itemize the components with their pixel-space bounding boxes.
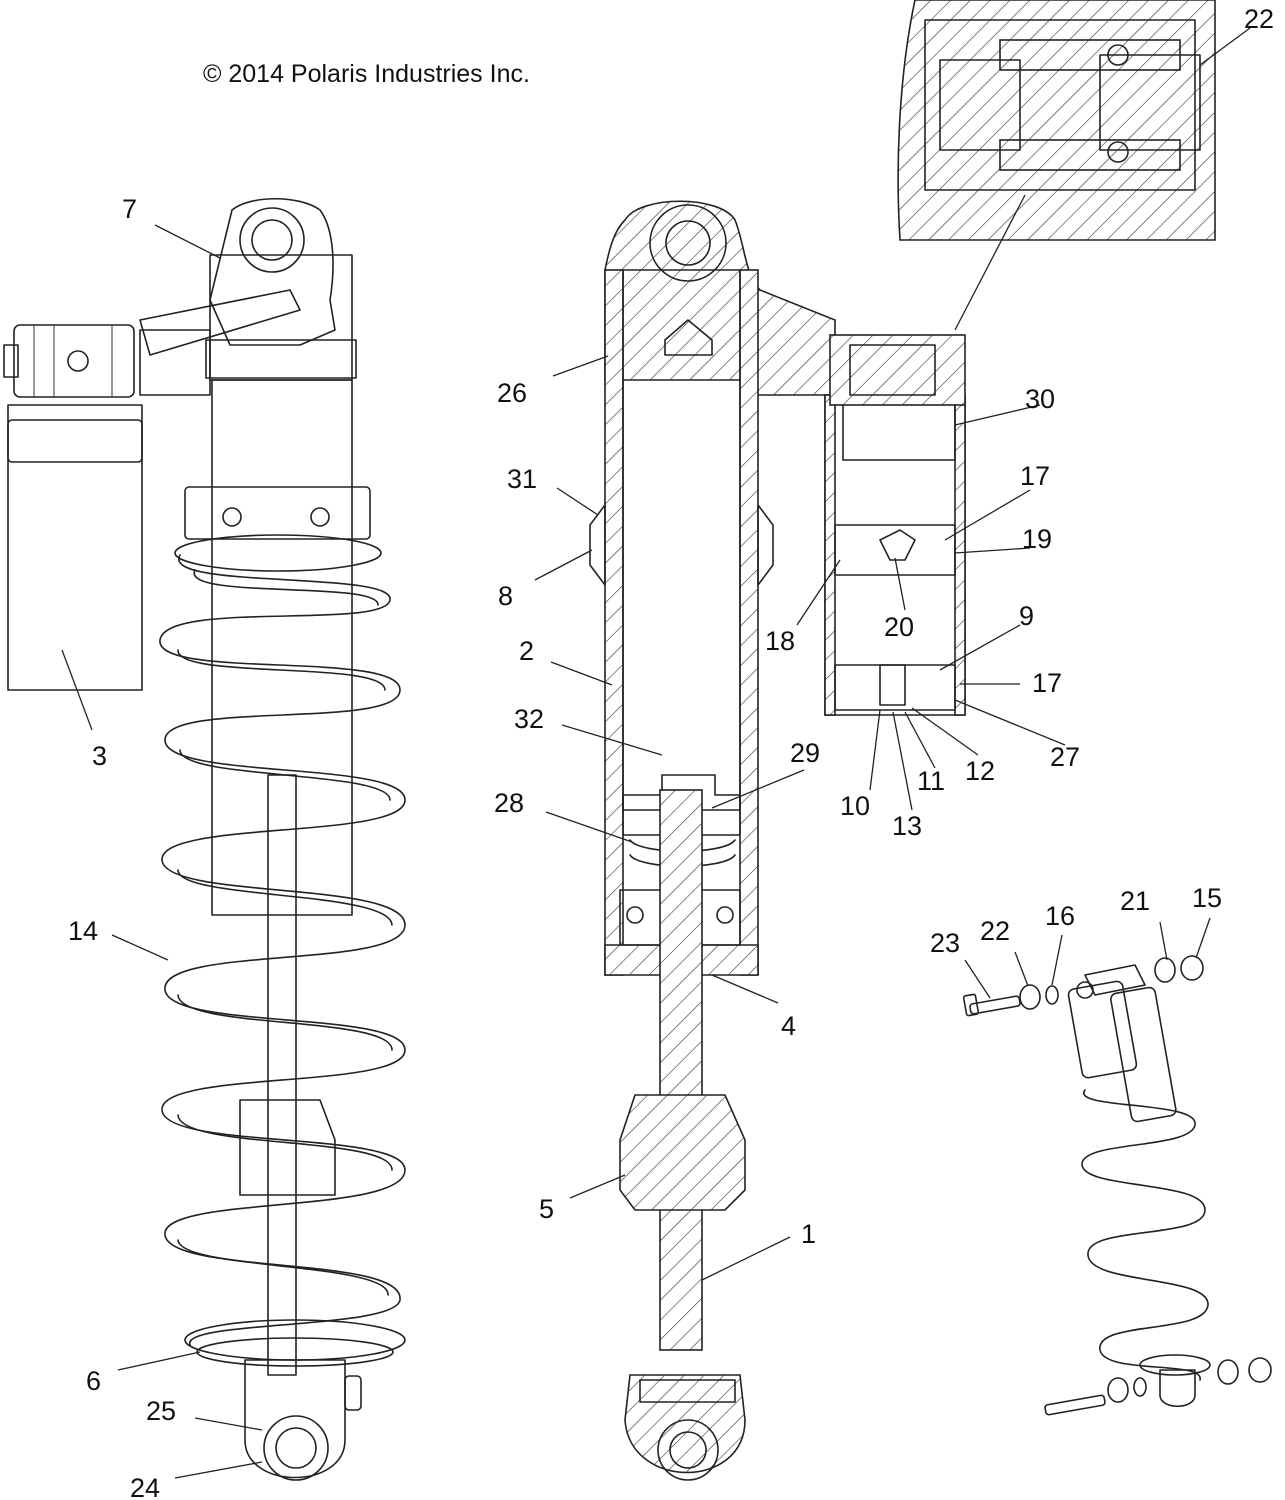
callout-22-right: 21 xyxy=(1120,886,1150,916)
callout-22-left: 22 xyxy=(980,916,1010,946)
callout-3: 3 xyxy=(92,741,107,771)
callout-7: 7 xyxy=(122,194,137,224)
callout-31: 30 xyxy=(1025,384,1055,414)
assembled-shock-view xyxy=(3,197,406,1481)
callout-13: 13 xyxy=(892,811,922,841)
callout-9: 9 xyxy=(1019,601,1034,631)
leader-lines xyxy=(61,27,1251,1479)
callout-16: 16 xyxy=(1045,901,1075,931)
callout-5: 5 xyxy=(539,1194,554,1224)
copyright-text: © 2014 Polaris Industries Inc. xyxy=(203,60,530,88)
callout-6: 6 xyxy=(86,1366,101,1396)
callout-19: 19 xyxy=(1022,524,1052,554)
callout-2: 2 xyxy=(519,636,534,666)
callout-14: 14 xyxy=(68,916,98,946)
callout-17-upper: 17 xyxy=(1020,461,1050,491)
callout-20: 20 xyxy=(884,612,914,642)
callout-25: 27 xyxy=(1050,742,1080,772)
cutaway-section-view xyxy=(589,200,966,1481)
callout-24: 22 xyxy=(1244,4,1274,34)
callout-28: 28 xyxy=(494,788,524,818)
callout-23: 23 xyxy=(930,928,960,958)
callout-10: 10 xyxy=(840,791,870,821)
callout-8: 8 xyxy=(498,581,513,611)
callouts: 7 3 14 6 25 24 26 31 8 2 32 28 29 4 5 1 … xyxy=(68,4,1274,1500)
callout-32: 32 xyxy=(514,704,544,734)
callout-1: 1 xyxy=(801,1219,816,1249)
small-assembly-view xyxy=(962,955,1272,1416)
callout-4: 4 xyxy=(781,1011,796,1041)
callout-26: 26 xyxy=(497,378,527,408)
callout-21: 24 xyxy=(130,1473,160,1500)
callout-27: 25 xyxy=(146,1396,176,1426)
callout-11: 11 xyxy=(917,766,945,796)
callout-15: 15 xyxy=(1192,883,1222,913)
callout-18: 18 xyxy=(765,626,795,656)
callout-12: 12 xyxy=(965,756,995,786)
callout-29: 29 xyxy=(790,738,820,768)
callout-30: 31 xyxy=(507,464,537,494)
adjuster-detail-view xyxy=(897,0,1216,331)
callout-17-lower: 17 xyxy=(1032,668,1062,698)
